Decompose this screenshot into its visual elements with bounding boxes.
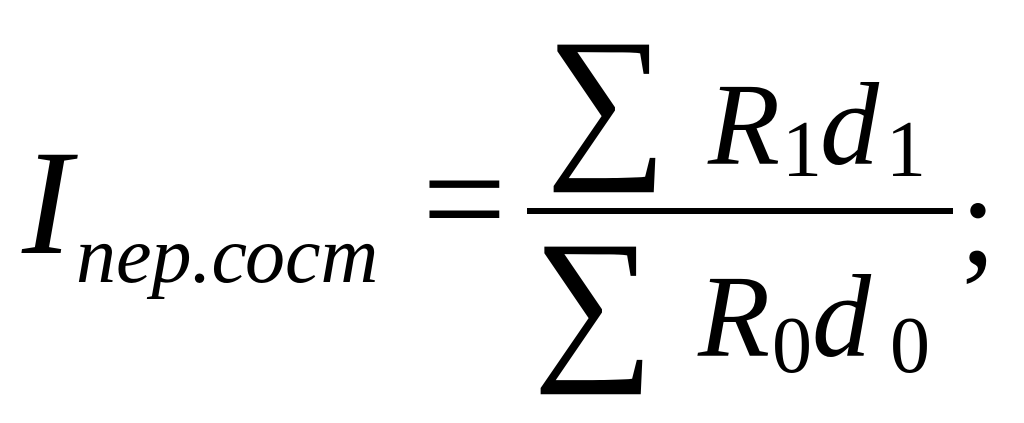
- semicolon: ;: [960, 149, 997, 293]
- numerator-d-variable: d: [820, 59, 879, 190]
- index-symbol: I: [22, 120, 72, 286]
- denominator-d-variable: d: [812, 251, 871, 382]
- denominator-r-subscript: 0: [772, 302, 812, 390]
- numerator-sum-sign: ∑: [546, 5, 668, 193]
- denominator-d-subscript: 0: [890, 302, 930, 390]
- index-subscript: пер.сост: [76, 212, 379, 300]
- numerator-d-subscript: 1: [886, 106, 926, 194]
- equals-sign: =: [422, 116, 507, 282]
- fraction-bar: [527, 208, 953, 214]
- denominator-sum-sign: ∑: [533, 207, 655, 395]
- numerator-r-subscript: 1: [782, 106, 822, 194]
- numerator-r-variable: R: [708, 59, 781, 190]
- denominator-r-variable: R: [698, 251, 771, 382]
